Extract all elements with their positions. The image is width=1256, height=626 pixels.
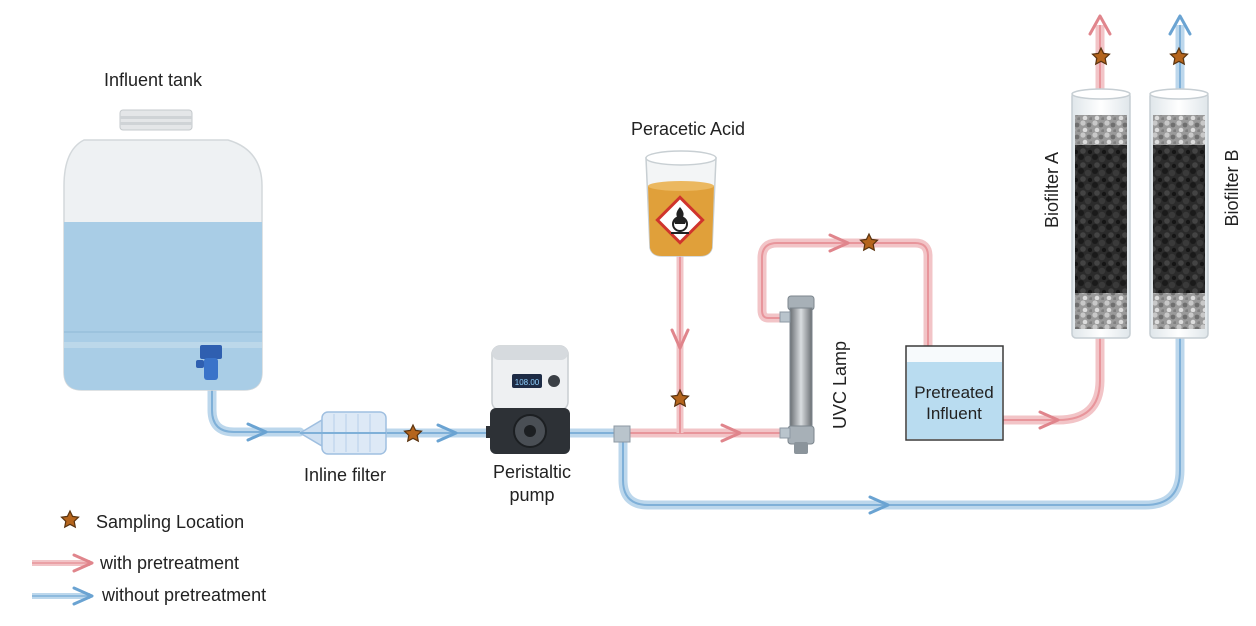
pretreated-influent-tank xyxy=(905,345,1004,441)
influent-tank xyxy=(63,109,263,391)
inline-filter-label: Inline filter xyxy=(304,465,386,485)
peristaltic-pump: 108.00 xyxy=(486,345,570,454)
peracetic-acid-label: Peracetic Acid xyxy=(631,119,745,139)
influent-tank-label: Influent tank xyxy=(104,70,203,90)
uvc-lamp-label: UVC Lamp xyxy=(830,341,850,429)
sampling-stars xyxy=(403,46,1189,443)
sampling-star-icon xyxy=(1169,46,1189,66)
legend-blue-arrow-icon xyxy=(32,586,94,606)
inline-filter xyxy=(298,411,387,455)
pump-label-line1: Peristaltic xyxy=(493,462,571,482)
pretreated-label-line2: Influent xyxy=(926,404,982,423)
sampling-star-icon xyxy=(859,232,879,252)
pump-label-line2: pump xyxy=(509,485,554,505)
legend-star-icon xyxy=(60,509,80,529)
legend-with-label: with pretreatment xyxy=(99,553,239,573)
tee-fitting xyxy=(613,425,631,443)
pump-display: 108.00 xyxy=(515,378,540,387)
peracetic-acid-beaker xyxy=(645,150,717,257)
legend-sampling-label: Sampling Location xyxy=(96,512,244,532)
sampling-star-icon xyxy=(1091,46,1111,66)
biofilter-a xyxy=(1071,88,1131,339)
pretreated-label-line1: Pretreated xyxy=(914,383,993,402)
legend-pink-arrow-icon xyxy=(32,553,94,573)
biofilter-b xyxy=(1149,88,1209,339)
legend-without-label: without pretreatment xyxy=(101,585,266,605)
sampling-star-icon xyxy=(670,388,690,408)
sampling-star-icon xyxy=(403,423,423,443)
pink-pipes xyxy=(628,14,1112,443)
biofilter-b-label: Biofilter B xyxy=(1222,149,1242,226)
uvc-lamp xyxy=(779,295,815,454)
legend: Sampling Location with pretreatment with… xyxy=(32,509,266,606)
biofilter-a-label: Biofilter A xyxy=(1042,152,1062,228)
